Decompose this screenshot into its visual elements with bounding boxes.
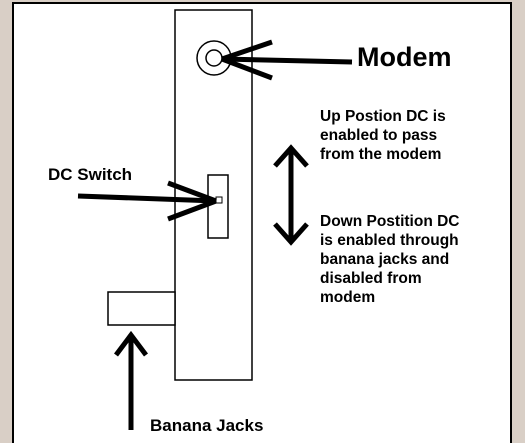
dc-switch-label: DC Switch: [48, 165, 133, 184]
dc-switch-arrow: [77, 180, 217, 222]
dc-switch-knob: [215, 196, 223, 204]
down-note-line: is enabled through: [320, 232, 459, 249]
down-note-line: Down Postition DC: [320, 213, 460, 230]
down-note-line: banana jacks and: [320, 251, 450, 268]
banana-jacks-arrow: [114, 330, 148, 430]
modem-connector-inner: [205, 49, 223, 67]
banana-jacks-label: Banana Jacks: [150, 416, 264, 435]
updown-arrow: [273, 144, 309, 246]
up-note-line: Up Postion DC is: [320, 108, 446, 125]
up-position-note: Up Postion DC is enabled to pass from th…: [320, 107, 446, 164]
down-note-line: modem: [320, 289, 376, 306]
banana-jacks-block: [107, 291, 176, 326]
modem-label: Modem: [357, 42, 452, 72]
up-note-line: enabled to pass: [320, 127, 438, 144]
dc-switch: [207, 174, 229, 239]
down-note-line: disabled from: [320, 270, 422, 287]
down-position-note: Down Postition DC is enabled through ban…: [320, 212, 460, 307]
modem-arrow: [221, 39, 353, 81]
up-note-line: from the modem: [320, 146, 442, 163]
